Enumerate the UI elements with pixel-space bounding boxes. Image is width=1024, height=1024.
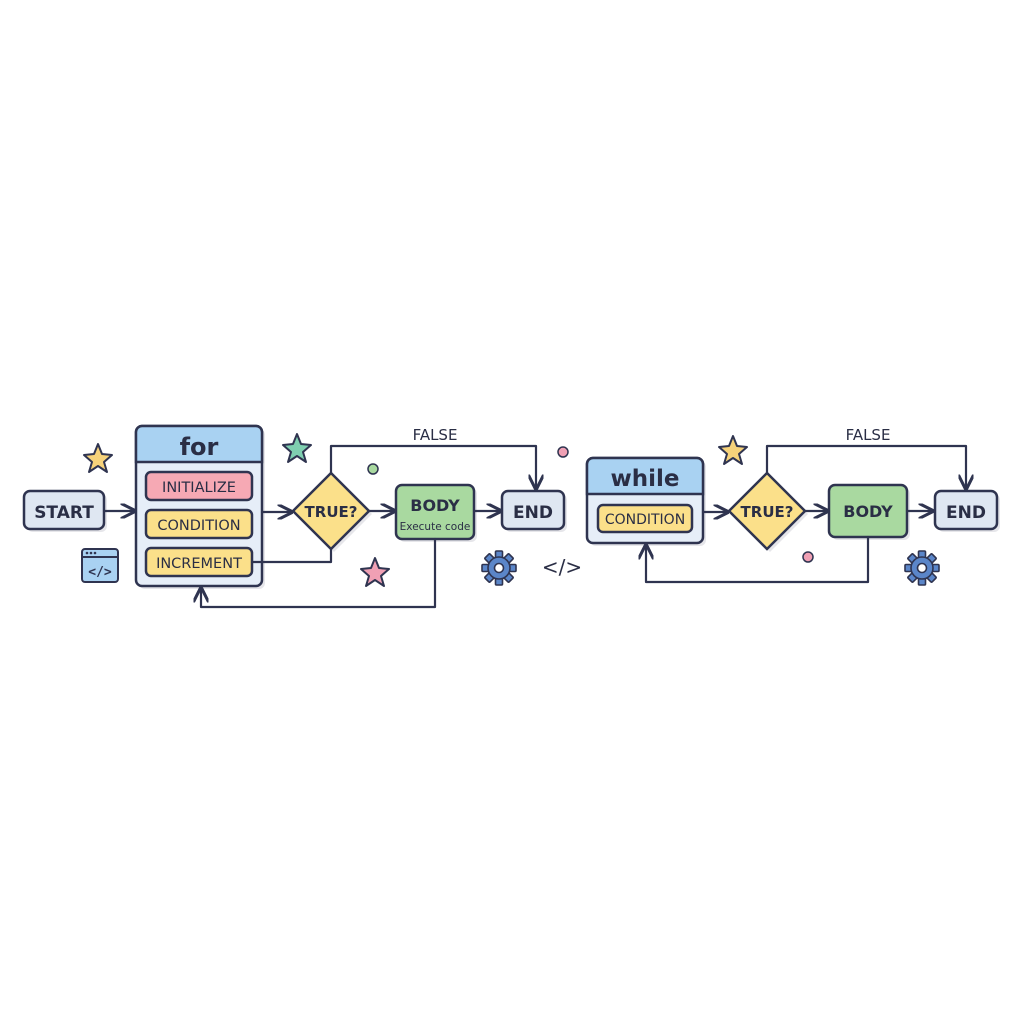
while-end-node: END bbox=[933, 489, 1000, 532]
decor-dot bbox=[802, 551, 814, 563]
start-node: START bbox=[22, 489, 107, 532]
while-loop-diagram: while CONDITION TRUE? FALSE BODY bbox=[585, 426, 1000, 584]
decor-dot bbox=[557, 446, 569, 458]
increment-connector bbox=[250, 547, 333, 564]
for-decision-label: TRUE? bbox=[305, 503, 358, 521]
while-body-title: BODY bbox=[843, 502, 893, 521]
while-false-label: FALSE bbox=[846, 426, 891, 444]
start-label: START bbox=[34, 503, 94, 523]
while-header-label: while bbox=[611, 466, 680, 492]
for-panel: for INITIALIZE CONDITION INCREMENT bbox=[134, 424, 265, 589]
star-icon bbox=[360, 557, 390, 587]
for-end-node: END bbox=[500, 489, 567, 532]
while-condition-step: CONDITION bbox=[596, 503, 694, 534]
condition-label: CONDITION bbox=[157, 518, 240, 534]
increment-step: INCREMENT bbox=[144, 546, 254, 578]
for-end-label: END bbox=[513, 503, 553, 523]
for-loop-back-path bbox=[201, 537, 437, 609]
initialize-step: INITIALIZE bbox=[144, 470, 254, 502]
while-condition-label: CONDITION bbox=[605, 512, 685, 528]
while-loop-back-path bbox=[646, 535, 870, 584]
for-body-subtitle: Execute code bbox=[400, 521, 471, 533]
star-icon bbox=[282, 433, 312, 463]
condition-step: CONDITION bbox=[144, 508, 254, 540]
star-icon bbox=[718, 435, 748, 465]
svg-text:</>: </> bbox=[88, 565, 112, 580]
initialize-label: INITIALIZE bbox=[162, 480, 236, 496]
star-icon bbox=[83, 443, 113, 473]
code-window-icon: </> bbox=[81, 548, 119, 583]
increment-label: INCREMENT bbox=[156, 556, 242, 572]
while-end-label: END bbox=[946, 503, 986, 523]
while-false-path bbox=[765, 444, 966, 487]
while-decision-node: TRUE? bbox=[727, 471, 808, 552]
for-false-path bbox=[329, 444, 536, 487]
for-body-node: BODY Execute code bbox=[394, 483, 477, 542]
for-false-label: FALSE bbox=[413, 426, 458, 444]
for-loop-diagram: START for INITIALIZE CONDITION INCREMENT bbox=[22, 424, 567, 609]
for-body-title: BODY bbox=[410, 496, 460, 515]
for-header-label: for bbox=[180, 433, 219, 461]
while-body-node: BODY bbox=[827, 483, 910, 540]
decor-dot bbox=[367, 463, 379, 475]
while-decision-label: TRUE? bbox=[741, 503, 794, 521]
while-panel: while CONDITION bbox=[585, 456, 706, 546]
code-symbol-icon: </> bbox=[542, 555, 582, 579]
gear-icon bbox=[904, 550, 940, 586]
for-decision-node: TRUE? bbox=[291, 471, 372, 552]
gear-icon bbox=[481, 550, 517, 586]
